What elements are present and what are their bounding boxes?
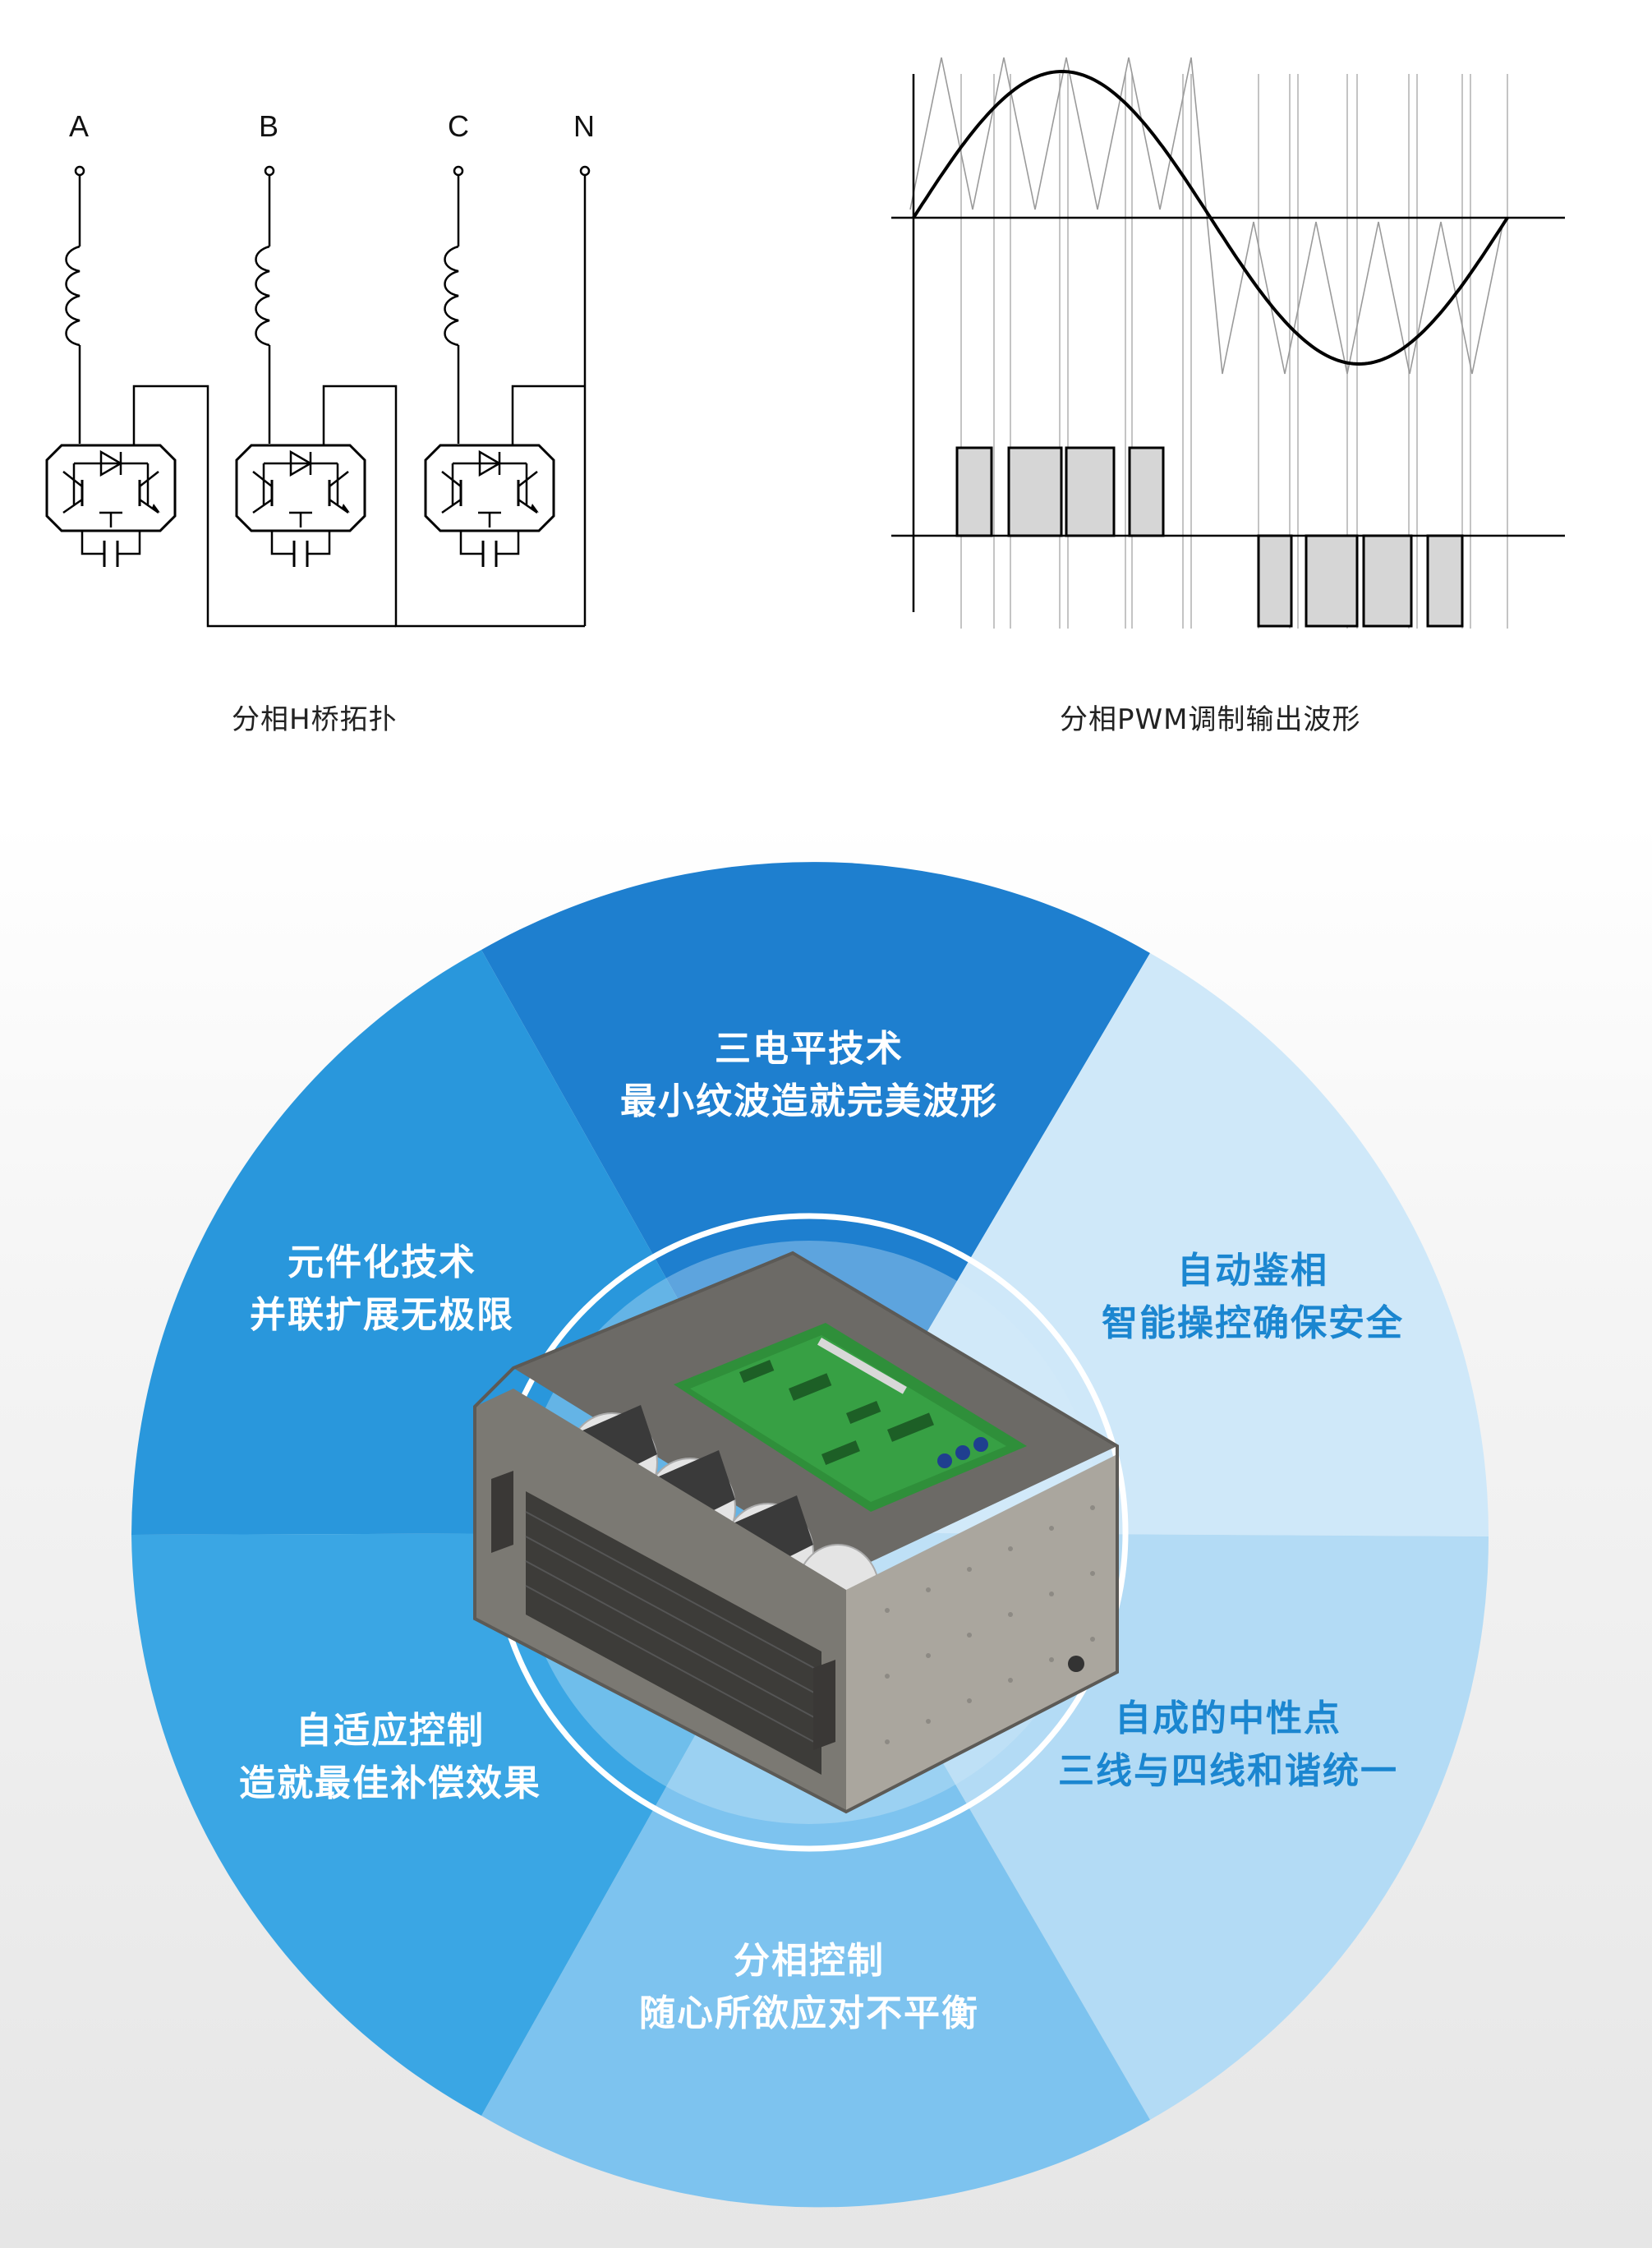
topology-caption: 分相H桥拓扑 bbox=[232, 703, 398, 736]
phase-b-branch bbox=[235, 165, 366, 569]
product-chassis-illustration bbox=[473, 1251, 1119, 1814]
feature-three-level-title: 三电平技术 bbox=[715, 1028, 904, 1070]
feature-adaptive-control-desc: 造就最佳补偿效果 bbox=[239, 1762, 541, 1804]
feature-neutral-point-desc: 三线与四线和谐统一 bbox=[1058, 1750, 1398, 1792]
feature-split-phase-desc: 随心所欲应对不平衡 bbox=[639, 1992, 979, 2034]
feature-modular: 元件化技术 并联扩展无极限 bbox=[185, 1237, 579, 1342]
phase-c-branch bbox=[424, 165, 555, 569]
negative-pulse bbox=[1426, 534, 1464, 628]
negative-pulse bbox=[1305, 534, 1359, 628]
feature-auto-phase-title: 自动鉴相 bbox=[1177, 1250, 1328, 1292]
feature-auto-phase-desc: 智能操控确保安全 bbox=[1102, 1302, 1404, 1344]
pwm-waveform-diagram bbox=[891, 57, 1565, 629]
feature-split-phase-title: 分相控制 bbox=[734, 1940, 885, 1982]
phase-label-a: A bbox=[69, 109, 90, 143]
phase-label-b: B bbox=[259, 109, 279, 143]
feature-split-phase: 分相控制 随心所欲应对不平衡 bbox=[604, 1935, 1015, 2040]
pwm-output-pulses bbox=[955, 446, 1464, 628]
interconnect-wires bbox=[132, 385, 585, 628]
pwm-sine-reference bbox=[912, 69, 1509, 366]
h-bridge-topology-diagram bbox=[45, 165, 591, 628]
positive-pulse bbox=[1065, 446, 1116, 537]
phase-a-branch bbox=[45, 165, 177, 569]
feature-adaptive-control: 自适应控制 造就最佳补偿效果 bbox=[185, 1705, 596, 1810]
positive-pulse bbox=[1007, 446, 1063, 537]
phase-label-n: N bbox=[573, 109, 595, 143]
feature-modular-title: 元件化技术 bbox=[288, 1241, 476, 1283]
wheel-segment-top bbox=[481, 862, 1150, 1532]
feature-neutral-point: 自成的中性点 三线与四线和谐统一 bbox=[1023, 1693, 1433, 1798]
feature-three-level: 三电平技术 最小纹波造就完美波形 bbox=[604, 1023, 1015, 1128]
neutral-line bbox=[579, 165, 591, 626]
feature-adaptive-control-title: 自适应控制 bbox=[296, 1710, 485, 1752]
feature-auto-phase: 自动鉴相 智能操控确保安全 bbox=[1056, 1245, 1450, 1350]
wheel-segment-bottom bbox=[481, 1532, 1150, 2208]
feature-modular-desc: 并联扩展无极限 bbox=[250, 1294, 514, 1336]
waveform-caption: 分相PWM调制输出波形 bbox=[1060, 703, 1361, 736]
feature-three-level-desc: 最小纹波造就完美波形 bbox=[620, 1080, 998, 1122]
feature-neutral-point-title: 自成的中性点 bbox=[1115, 1698, 1341, 1739]
phase-label-c: C bbox=[448, 109, 469, 143]
